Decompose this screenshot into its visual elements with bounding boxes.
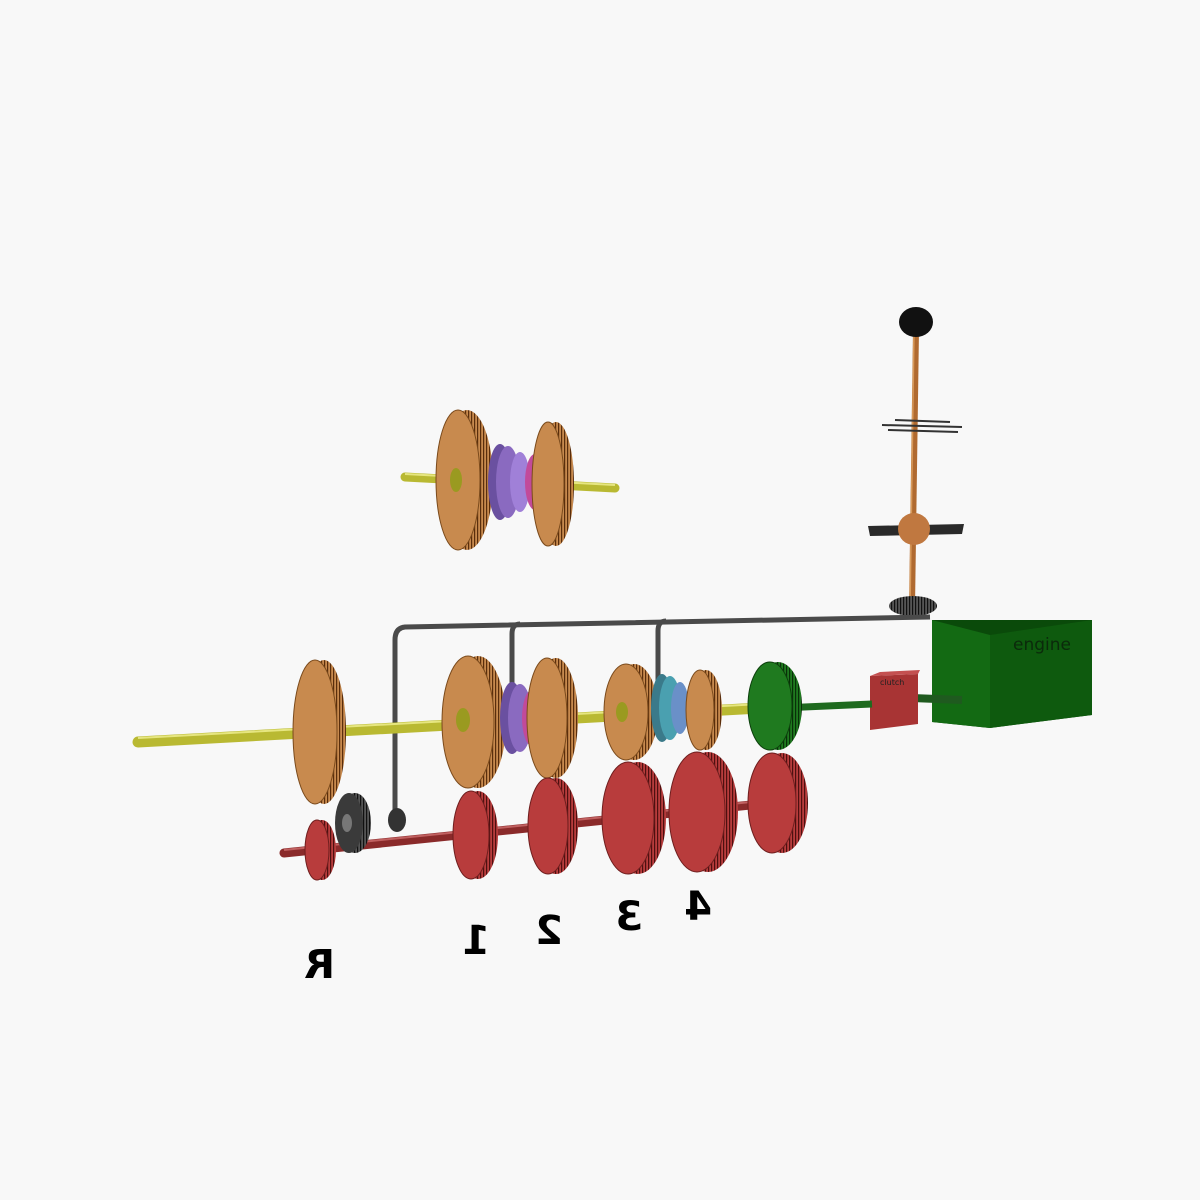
shift-lever	[868, 307, 964, 616]
main-gear-first	[442, 656, 506, 788]
synchro-3-4	[651, 674, 689, 742]
clutch-label: clutch	[880, 678, 904, 687]
shift-knob	[899, 307, 933, 337]
gear-label-2: 2	[535, 908, 563, 954]
lever-pivot-ball	[898, 513, 930, 545]
gear-label-4: 4	[684, 884, 712, 930]
input-gear	[748, 662, 802, 750]
main-gear-third	[604, 664, 658, 760]
counter-gear-reverse	[305, 820, 336, 880]
counter-gear-first	[453, 791, 498, 879]
gate-plate-top	[882, 420, 962, 432]
gear-label-1: 1	[462, 918, 490, 964]
counter-gear-drive	[748, 753, 808, 853]
counter-gear-fourth	[669, 752, 738, 872]
clutch-box: clutch	[870, 670, 920, 730]
engine-label: engine	[1013, 635, 1071, 655]
counter-gear-third	[602, 762, 666, 874]
main-gear-second	[527, 658, 578, 778]
exploded-synchro-assembly	[405, 410, 615, 550]
exploded-gear-left	[436, 410, 493, 550]
gear-label-3: 3	[615, 894, 643, 940]
reverse-idler-gear	[335, 793, 371, 853]
main-gear-reverse	[293, 660, 346, 804]
gear-label-r: R	[304, 942, 335, 988]
engine-output-shaft	[912, 698, 962, 700]
main-gear-fourth	[686, 670, 722, 750]
counter-gear-second	[528, 778, 578, 874]
exploded-gear-right	[532, 422, 574, 546]
gear-labels: R 1 2 3 4	[304, 884, 712, 988]
engine-block: engine	[932, 620, 1092, 728]
